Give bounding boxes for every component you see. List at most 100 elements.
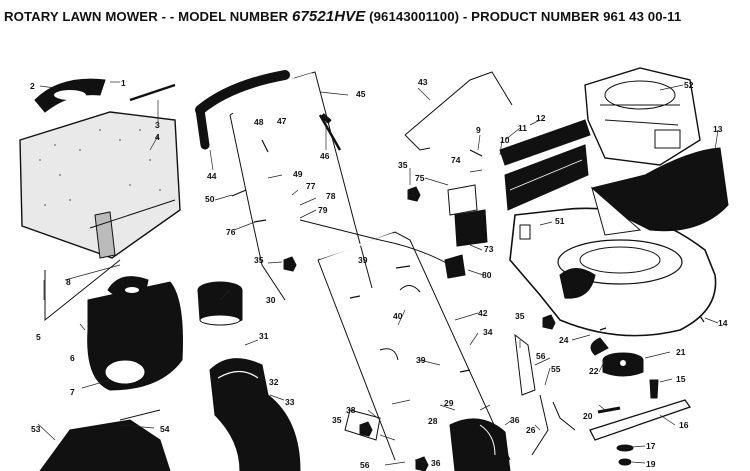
- cable-tie-2: [379, 348, 399, 361]
- part-label: 35: [398, 160, 408, 170]
- part-label: 6: [70, 353, 75, 363]
- part-label: 24: [559, 335, 569, 345]
- lever-knob: [320, 113, 332, 124]
- part-label: 39: [358, 255, 368, 265]
- model-number: 67521HVE: [292, 8, 366, 25]
- part-label: 7: [70, 387, 75, 397]
- part-label: 53: [31, 424, 41, 434]
- part-label: 40: [393, 311, 403, 321]
- part-label: 8: [66, 277, 71, 287]
- handle-knob: [407, 186, 421, 202]
- part-label: 43: [418, 77, 428, 87]
- part-label: 75: [415, 173, 425, 183]
- part-label: 45: [356, 89, 366, 99]
- bag-rod: [129, 83, 176, 102]
- part-label: 74: [451, 155, 461, 165]
- part-label: 3: [155, 120, 160, 130]
- diagram-title: ROTARY LAWN MOWER - - MODEL NUMBER 67521…: [4, 8, 746, 25]
- part-label: 49: [293, 169, 303, 179]
- part-label: 56: [536, 351, 546, 361]
- part-label: 14: [718, 318, 728, 328]
- washer: [616, 444, 634, 452]
- control-cable: [299, 219, 451, 266]
- lower-handle: [317, 231, 511, 461]
- part-label: 79: [318, 205, 328, 215]
- part-label: 54: [160, 424, 170, 434]
- rear-deflector: [591, 147, 729, 236]
- part-label: 9: [476, 125, 481, 135]
- bag-handle: [34, 78, 106, 113]
- part-label: 4: [155, 132, 160, 142]
- mulch-plug: [197, 281, 243, 326]
- part-label: 5: [36, 332, 41, 342]
- part-label: 22: [589, 366, 599, 376]
- control-lever: [318, 114, 342, 151]
- nut: [618, 458, 632, 466]
- part-label: 20: [583, 411, 593, 421]
- part-label: 16: [679, 420, 689, 430]
- blade-adapter: [602, 352, 644, 377]
- blade-stiffener: [597, 406, 621, 414]
- part-label: 57: [572, 288, 582, 298]
- part-label: 52: [684, 80, 694, 90]
- part-label: 12: [536, 113, 546, 123]
- part-label: 21: [676, 347, 686, 357]
- part-label: 51: [555, 216, 565, 226]
- bolts: [231, 139, 705, 373]
- bail-bar: [404, 71, 513, 151]
- part-label: 11: [518, 123, 527, 133]
- part-label: 29: [444, 398, 454, 408]
- part-label: 33: [285, 397, 295, 407]
- blade-bolt: [649, 379, 659, 399]
- part-label: 42: [478, 308, 488, 318]
- part-label: 39: [416, 355, 426, 365]
- axle-rod: [552, 401, 576, 431]
- side-deflector: [39, 409, 171, 471]
- discharge-tube: [209, 358, 301, 471]
- handle-bar-grip: [195, 70, 290, 150]
- part-label: 56: [360, 460, 370, 470]
- wheel-cover: [449, 418, 511, 471]
- blade: [589, 399, 692, 441]
- discharge-chute: [87, 276, 183, 391]
- part-label: 13: [713, 124, 723, 134]
- part-label: 78: [326, 191, 336, 201]
- handle-knob: [415, 456, 429, 471]
- part-label: 26: [526, 425, 536, 435]
- part-label: 19: [646, 459, 656, 469]
- part-label: 46: [320, 151, 330, 161]
- title-prefix: ROTARY LAWN MOWER - - MODEL NUMBER: [4, 9, 289, 24]
- part-label: 35: [332, 415, 342, 425]
- rear-flap: [499, 119, 591, 211]
- key-part: [590, 337, 609, 356]
- part-label: 48: [254, 117, 264, 127]
- part-labels-repeat: 35 35 35 35 39 36 36 56: [332, 160, 525, 470]
- part-label: 36: [510, 415, 520, 425]
- upper-handle: [229, 71, 373, 301]
- part-label: 30: [266, 295, 276, 305]
- throttle-bracket: [447, 184, 478, 216]
- part-label: 47: [277, 116, 287, 126]
- throttle-box: [454, 209, 488, 247]
- part-label: 1: [121, 78, 126, 88]
- part-label: 34: [483, 327, 493, 337]
- part-label: 50: [205, 194, 215, 204]
- part-label: 76: [226, 227, 236, 237]
- part-label: 28: [428, 416, 438, 426]
- handle-knob: [359, 421, 373, 437]
- part-label: 2: [30, 81, 35, 91]
- part-label: 55: [551, 364, 561, 374]
- title-suffix: (96143001100) - PRODUCT NUMBER 961 43 00…: [369, 9, 682, 24]
- part-label: 77: [306, 181, 316, 191]
- part-label: 73: [484, 244, 494, 254]
- part-label: 35: [515, 311, 525, 321]
- part-label: 17: [646, 441, 656, 451]
- part-label: 10: [500, 135, 510, 145]
- handle-knob: [542, 314, 556, 330]
- handle-knob: [283, 256, 297, 272]
- part-label: 15: [676, 374, 686, 384]
- leader-lines: [37, 81, 719, 466]
- grass-bag: [19, 111, 181, 259]
- part-label: 32: [269, 377, 279, 387]
